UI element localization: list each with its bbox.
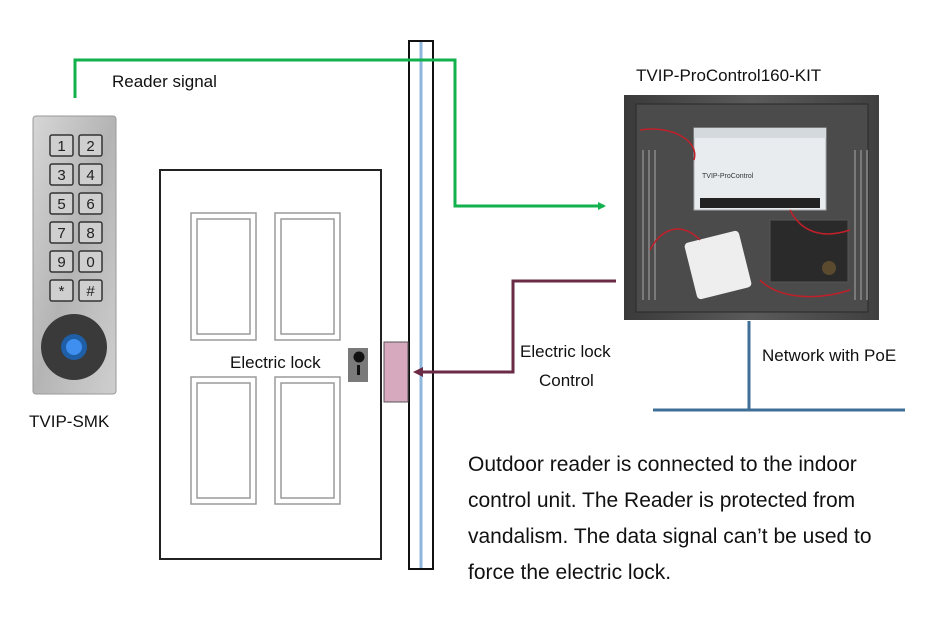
keypad-key-label: * (59, 283, 65, 300)
electric-lock-label: Electric lock (230, 353, 321, 372)
door (159, 169, 382, 560)
network-label: Network with PoE (762, 346, 897, 365)
lock-control-label-line2: Control (539, 371, 594, 390)
lock-control-line (413, 279, 616, 377)
reader-name-label: TVIP-SMK (29, 412, 110, 431)
keypad-reader: 1 2 3 4 5 6 7 8 9 0 * # (32, 115, 117, 395)
keypad-key (78, 163, 103, 186)
description-text: Outdoor reader is connected to the indoo… (468, 453, 872, 584)
keypad-key (78, 134, 103, 157)
lock-control-label-line1: Electric lock (520, 342, 611, 361)
keypad-key-label: 3 (57, 167, 65, 184)
keypad-key-label: # (86, 283, 95, 300)
keypad-key (49, 279, 74, 302)
wall (408, 40, 434, 570)
keypad-key (49, 134, 74, 157)
keypad-key-label: 7 (57, 225, 65, 242)
network-line (653, 321, 905, 412)
controller-enclosure: TVIP-ProControl (624, 95, 879, 320)
controller-title: TVIP-ProControl160-KIT (636, 66, 822, 85)
electric-lock-block (383, 341, 409, 403)
keypad-key (78, 221, 103, 244)
keypad-key-label: 6 (86, 196, 94, 213)
keypad-key-label: 4 (86, 167, 94, 184)
keypad-key-label: 9 (57, 254, 65, 271)
keypad-key (49, 221, 74, 244)
keypad-key-label: 2 (86, 138, 94, 155)
keypad-key (78, 192, 103, 215)
keypad-key-label: 8 (86, 225, 94, 242)
reader-signal-line (73, 58, 606, 210)
keypad-key (49, 192, 74, 215)
reader-signal-label: Reader signal (112, 72, 217, 91)
keypad-key (78, 250, 103, 273)
keypad-key (49, 163, 74, 186)
keypad-key-label: 1 (57, 138, 65, 155)
keypad-key (78, 279, 103, 302)
keypad-grid: 1 2 3 4 5 6 7 8 9 0 * # (49, 134, 103, 302)
keypad-key-label: 0 (86, 254, 94, 271)
controller-panel-text: TVIP-ProControl (702, 173, 754, 180)
keypad-key (49, 250, 74, 273)
keypad-key-label: 5 (57, 196, 65, 213)
door-handle-icon (348, 348, 368, 382)
